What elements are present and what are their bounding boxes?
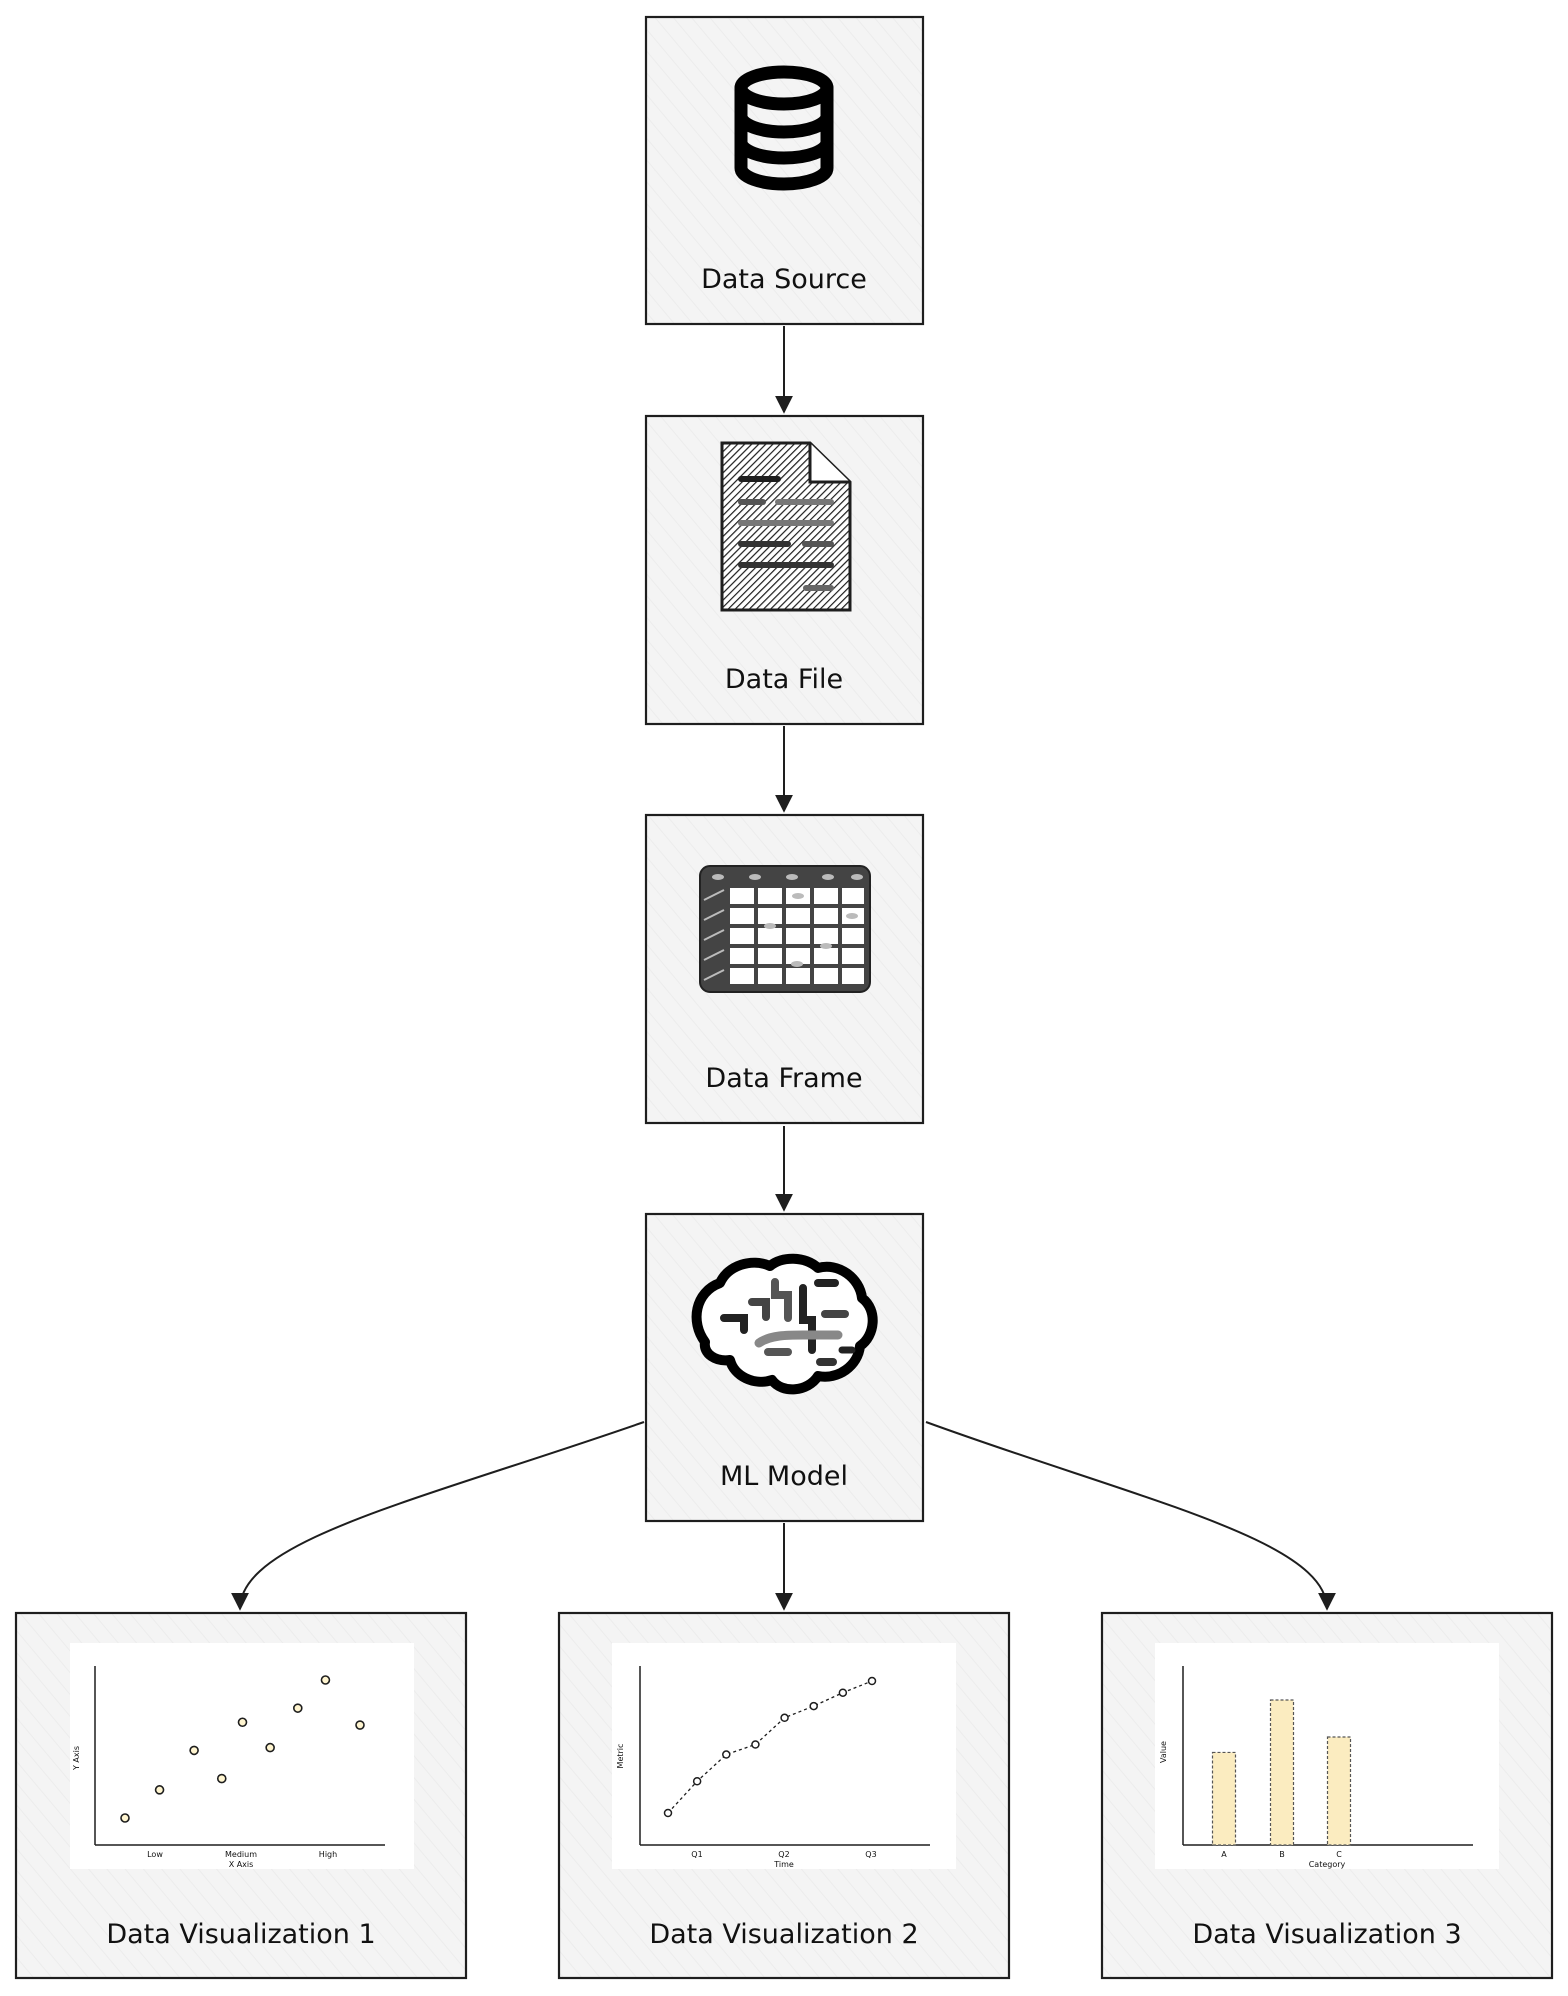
bar-chart: Category Value A B C <box>1159 1666 1473 1869</box>
x-tick-label: Low <box>147 1850 163 1859</box>
line-point <box>692 1777 702 1786</box>
node-data-file[interactable]: Data File <box>644 414 925 726</box>
node-ml-model[interactable]: ML Model <box>644 1212 925 1523</box>
x-axis-title: Category <box>1309 1860 1346 1869</box>
node-data-visualization-3[interactable]: Category Value A B C Data Visualization 3 <box>1100 1611 1554 1980</box>
x-tick-label: C <box>1336 1850 1342 1859</box>
node-label: ML Model <box>720 1461 848 1492</box>
x-tick-label: Q3 <box>865 1850 876 1859</box>
spreadsheet-grid-icon <box>699 865 871 993</box>
line-point <box>751 1740 760 1749</box>
x-tick-label: Medium <box>225 1850 257 1859</box>
node-label: Data Source <box>701 264 867 295</box>
node-data-source[interactable]: Data Source <box>644 15 925 326</box>
bar <box>1211 1751 1237 1846</box>
node-label: Data Visualization 1 <box>106 1919 375 1950</box>
scatter-point <box>120 1813 130 1823</box>
chart-panel <box>70 1643 414 1869</box>
brain-icon <box>691 1253 878 1395</box>
bar <box>1269 1699 1295 1846</box>
x-tick-label: High <box>319 1850 337 1859</box>
edges <box>231 326 1336 1611</box>
document-icon <box>720 441 852 612</box>
scatter-point <box>189 1745 199 1756</box>
chart-panel <box>612 1643 956 1869</box>
node-data-frame[interactable]: Data Frame <box>644 813 925 1125</box>
line-point <box>867 1676 877 1686</box>
x-tick-label: Q2 <box>778 1850 789 1859</box>
scatter-point <box>265 1742 275 1753</box>
bar <box>1326 1736 1352 1846</box>
node-label: Data Visualization 2 <box>649 1919 918 1950</box>
y-axis-title: Metric <box>616 1744 625 1769</box>
x-tick-label: B <box>1279 1850 1285 1859</box>
x-tick-label: A <box>1221 1850 1227 1859</box>
scatter-point <box>237 1717 248 1728</box>
y-axis-title: Y Axis <box>72 1746 81 1771</box>
scatter-point <box>216 1773 227 1784</box>
node-label: Data File <box>725 664 843 695</box>
line-chart: Q1 Q2 Q3 Time Metric <box>616 1666 930 1869</box>
x-axis-title: Time <box>773 1860 794 1869</box>
line-point <box>838 1688 848 1697</box>
line-point <box>663 1808 673 1818</box>
line-point <box>722 1750 731 1759</box>
edge-model-viz3 <box>925 1421 1336 1611</box>
scatter-point <box>154 1785 165 1795</box>
scatter-point <box>355 1720 365 1730</box>
node-label: Data Frame <box>705 1063 862 1094</box>
database-icon <box>734 65 834 191</box>
node-data-visualization-2[interactable]: Q1 Q2 Q3 Time Metric Data Visualization … <box>557 1611 1011 1980</box>
scatter-chart: Low Medium High X Axis Y Axis <box>72 1666 385 1869</box>
line-point <box>809 1701 818 1711</box>
scatter-point <box>320 1675 331 1685</box>
y-axis-title: Value <box>1159 1741 1168 1763</box>
line-point <box>780 1713 789 1723</box>
x-axis-title: X Axis <box>229 1860 254 1869</box>
x-tick-label: Q1 <box>691 1850 702 1859</box>
line-series <box>667 1680 873 1814</box>
node-data-visualization-1[interactable]: Low Medium High X Axis Y Axis Data Visua… <box>14 1611 468 1980</box>
edge-model-viz1 <box>231 1421 645 1611</box>
node-label: Data Visualization 3 <box>1192 1919 1461 1950</box>
scatter-point <box>292 1703 303 1713</box>
